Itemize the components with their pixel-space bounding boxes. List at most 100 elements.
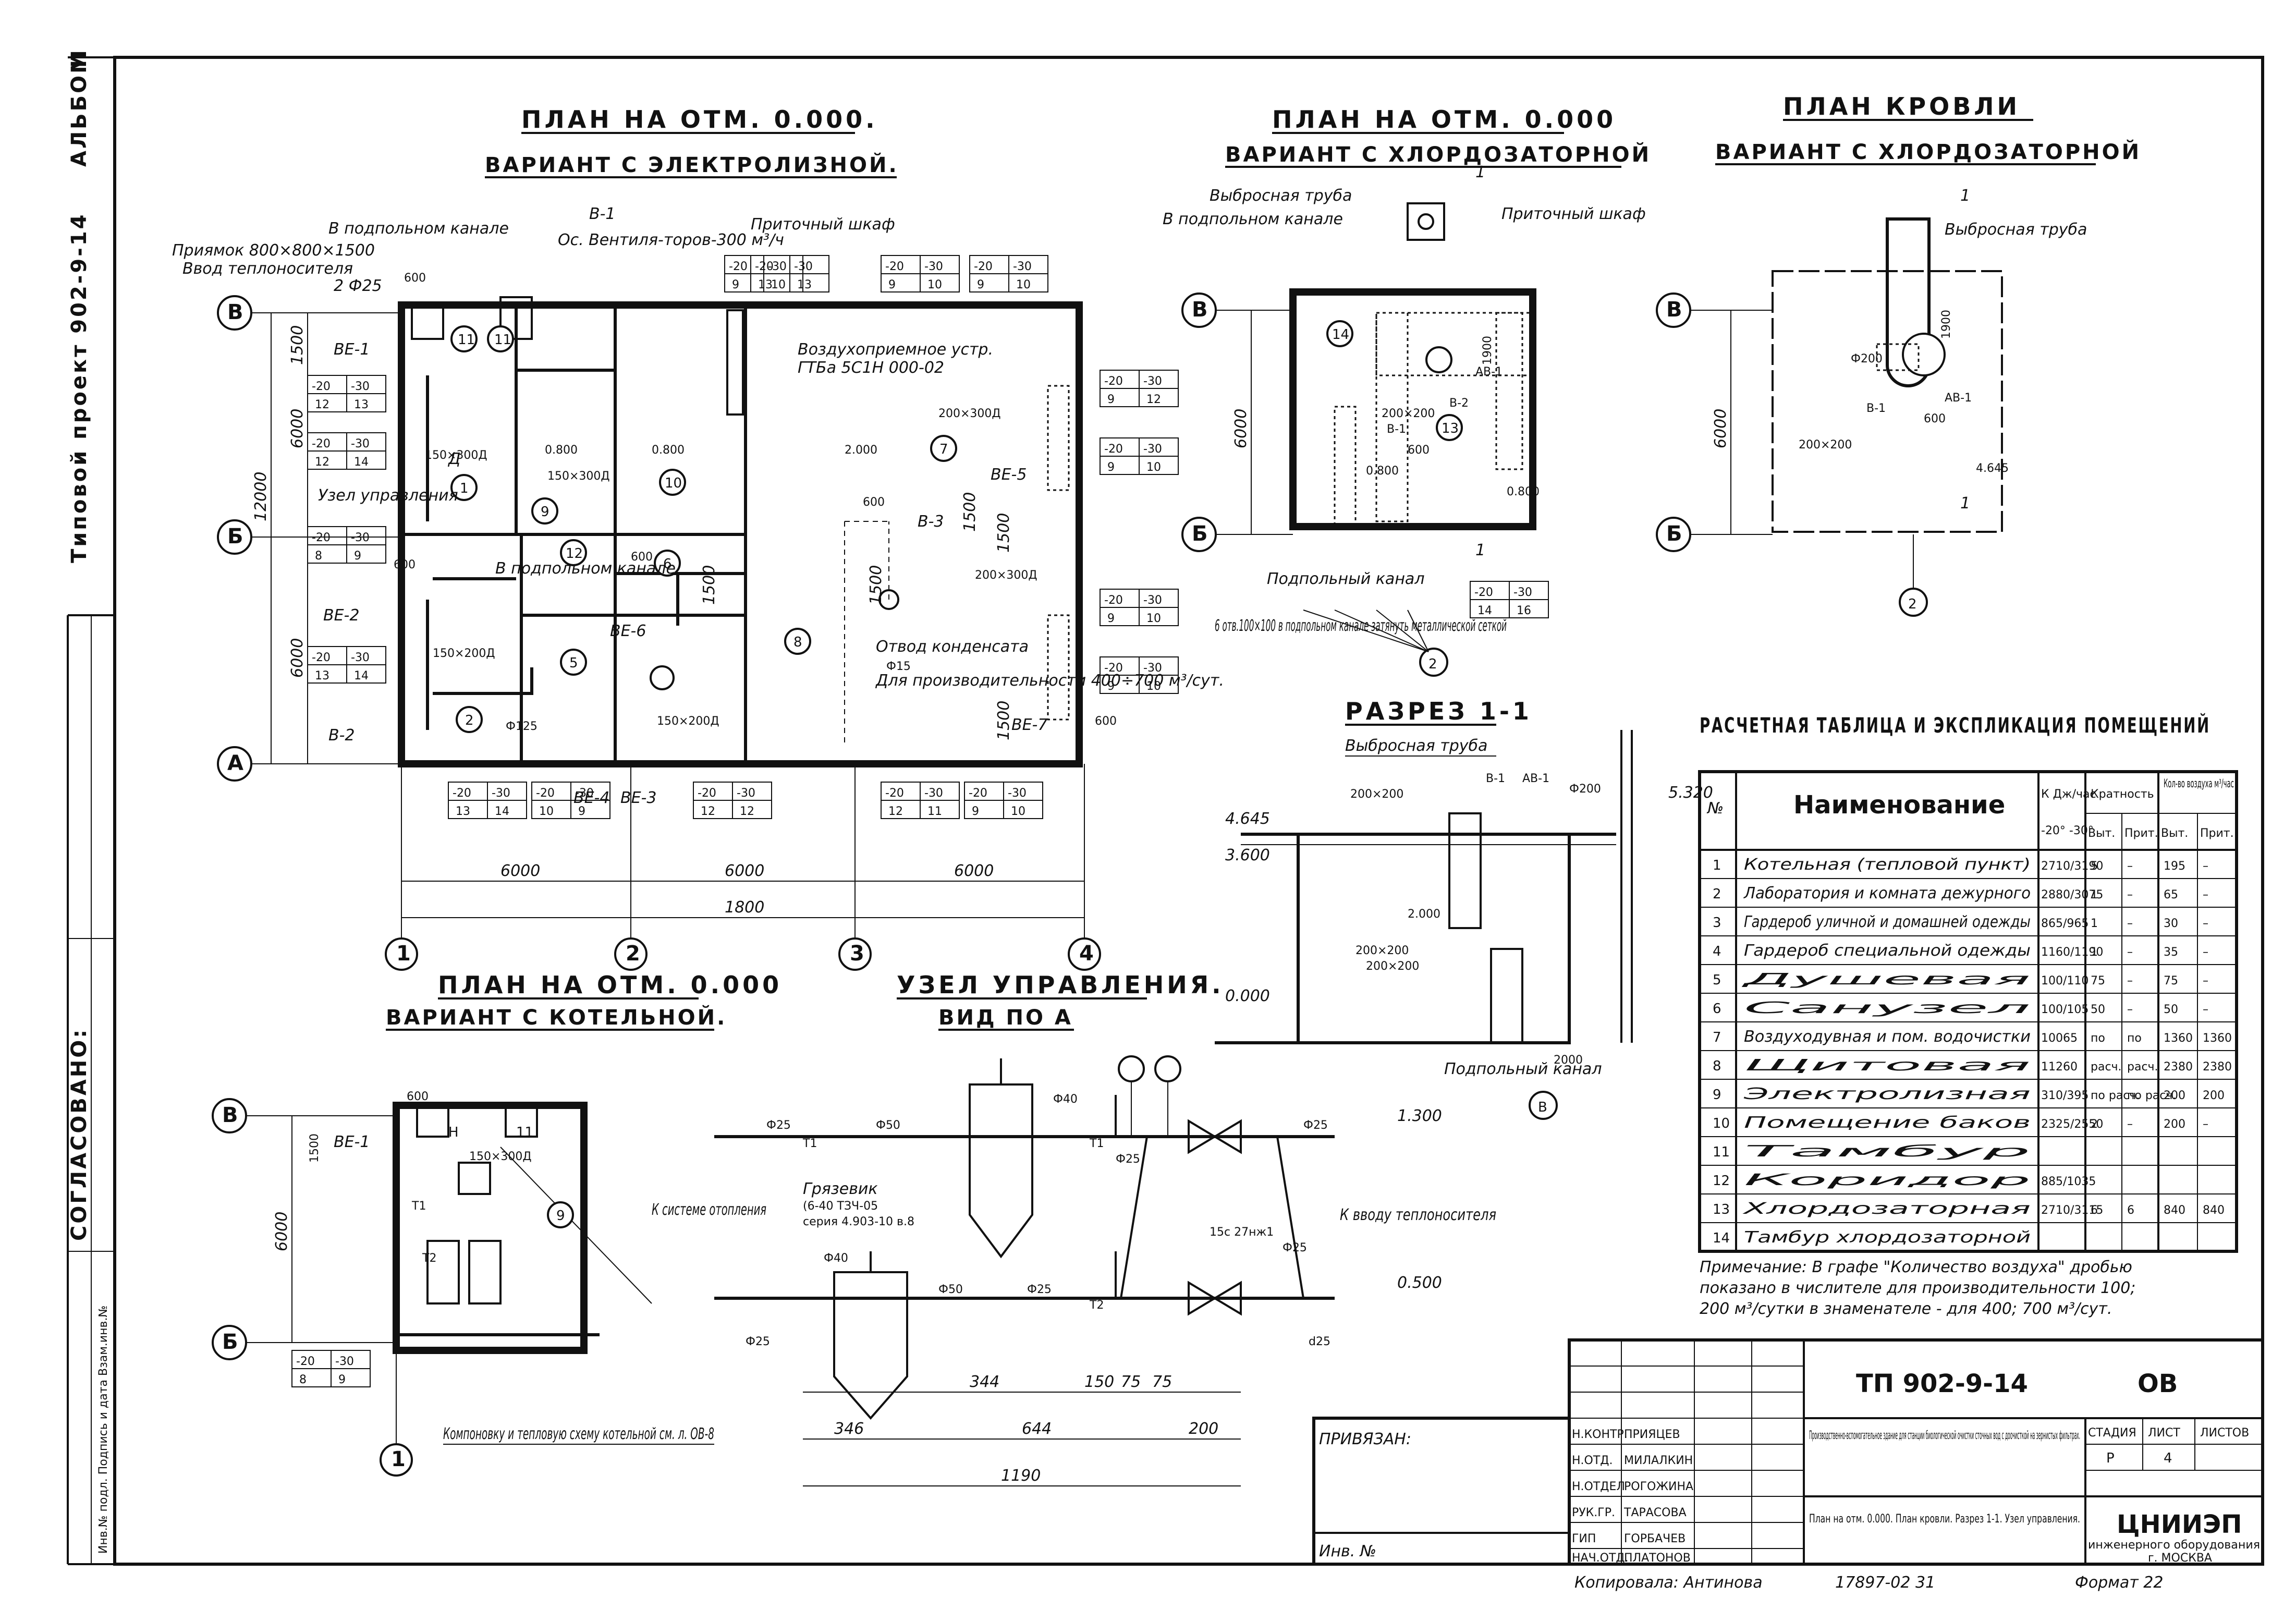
svg-text:1190: 1190 [1001,1467,1041,1485]
svg-text:Выт.: Выт. [2088,827,2115,840]
table-cell-kv: 840 [2164,1204,2185,1217]
temperature-value: -20 [1104,375,1123,388]
temperature-value: -30 [1008,787,1027,800]
svg-text:13: 13 [1442,421,1459,436]
svg-text:Т1: Т1 [802,1137,817,1150]
svg-text:150: 150 [1084,1373,1114,1391]
roof-plan: ПЛАН КРОВЛИ ВАРИАНТ С ХЛОРДОЗАТОРНОЙ В Б… [1656,92,2139,617]
svg-text:К вводу теплоносителя: К вводу теплоносителя [1340,1206,1496,1224]
svg-text:ВЕ-5: ВЕ-5 [991,466,1027,484]
table-cell-prit: – [2127,917,2133,930]
table-cell-kp: 2380 [2203,1060,2232,1074]
svg-text:Приямок 800×800×1500: Приямок 800×800×1500 [172,241,375,260]
table-cell-kp: – [2203,860,2208,873]
table-cell-kv: 30 [2164,917,2178,930]
plan1-labels: Приямок 800×800×1500 Ввод теплоносителя … [172,205,1224,807]
table-cell-kv: 200 [2164,1089,2185,1102]
temperature-value: -20 [296,1355,315,1368]
room-table: РАСЧЕТНАЯ ТАБЛИЦА И ЭКСПЛИКАЦИЯ ПОМЕЩЕНИ… [1698,713,2238,1318]
table-cell-n: 5 [1713,972,1721,988]
svg-text:200×200: 200×200 [1799,438,1852,452]
temperature-value: -20 [453,787,471,800]
svg-text:ВЕ-1: ВЕ-1 [334,340,370,359]
svg-text:АВ-1: АВ-1 [1522,772,1549,785]
table-cell-kv: 195 [2164,860,2185,873]
table-cell-vyt: 1 [2091,946,2098,959]
temperature-value: -30 [351,437,370,450]
plan-boiler: ПЛАН НА ОТМ. 0.000 ВАРИАНТ С КОТЕЛЬНОЙ. … [212,971,779,1477]
table-cell-kj: 2880/3075 [2041,888,2103,901]
svg-text:Ф25: Ф25 [766,1119,791,1132]
copied-by: Копировала: Антинова [1574,1574,1763,1592]
temperature-value: -30 [351,651,370,664]
table-cell-vyt: 2 [2091,1118,2098,1131]
table-cell-kp: – [2203,1118,2208,1131]
temperature-value: -20 [974,260,993,273]
table-cell-prit: по расч. [2127,1089,2176,1102]
table-cell-n: 14 [1713,1230,1730,1246]
svg-text:Грязевик: Грязевик [803,1180,878,1198]
table-cell-kj: 2710/3190 [2041,860,2103,873]
svg-text:1: 1 [460,481,469,496]
svg-text:План на отм. 0.000. План кровл: План на отм. 0.000. План кровли. Разрез … [1809,1513,2080,1526]
plan1-ducts [426,309,1070,746]
svg-text:В: В [227,300,246,324]
table-cell-n: 13 [1713,1202,1730,1217]
svg-text:Выбросная труба: Выбросная труба [1345,737,1487,755]
svg-text:6 отв.100×100 в подпольном кан: 6 отв.100×100 в подпольном канале затяну… [1215,617,1507,635]
svg-text:2: 2 [626,942,642,966]
svg-text:ПРИЯЦЕВ: ПРИЯЦЕВ [1624,1428,1680,1441]
temperature-value: 9 [1107,612,1115,625]
svg-text:Б: Б [227,525,246,548]
svg-text:6000: 6000 [954,862,994,880]
sidebar: АЛЬБОМ II Типовой проект 902-9-14 СОГЛАС… [67,48,110,1554]
plan1-title: ПЛАН НА ОТМ. 0.000. [521,105,878,133]
svg-text:600: 600 [863,496,885,509]
svg-text:В-1: В-1 [1387,423,1406,436]
temperature-value: 8 [315,550,322,563]
table-cell-kp: – [2203,946,2208,959]
svg-text:4.645: 4.645 [1976,462,2009,475]
svg-text:ЛИСТОВ: ЛИСТОВ [2200,1427,2249,1440]
svg-text:ТАРАСОВА: ТАРАСОВА [1623,1506,1687,1519]
svg-text:Узел управления: Узел управления [318,486,458,505]
svg-text:В-1: В-1 [1486,772,1505,785]
svg-text:2000: 2000 [1554,1054,1583,1067]
svg-text:показано в числителе для произ: показано в числителе для производительно… [1700,1279,2135,1297]
svg-text:Т1: Т1 [1089,1137,1104,1150]
temperature-value: -20 [312,531,331,544]
svg-text:6000: 6000 [288,409,307,448]
temperature-value: -20 [885,787,904,800]
svg-text:15с 27нж1: 15с 27нж1 [1210,1226,1274,1239]
temperature-value: 8 [299,1373,307,1386]
svg-text:200×300Д: 200×300Д [975,569,1037,582]
svg-text:Д: Д [447,450,460,468]
table-cell-name: Гардероб специальной одежды [1744,942,2031,960]
svg-text:150×300Д: 150×300Д [425,449,487,462]
table-cell-kv: 50 [2164,1003,2178,1016]
temperature-value: 9 [338,1373,346,1386]
svg-text:Наименование: Наименование [1793,790,2005,820]
svg-text:К системе отопления: К системе отопления [652,1201,766,1219]
table-cell-kv: 2380 [2164,1060,2193,1074]
table-cell-prit: – [2127,860,2133,873]
svg-text:Прит.: Прит. [2200,827,2234,840]
table-cell-vyt: 75 [2091,974,2105,988]
table-cell-n: 6 [1713,1001,1721,1017]
svg-text:6000: 6000 [500,862,540,880]
temperature-value: 13 [354,398,369,411]
temperature-value: -30 [1143,375,1162,388]
svg-text:1500: 1500 [308,1133,321,1163]
svg-text:4: 4 [2164,1450,2172,1466]
temperature-value: -30 [1143,443,1162,456]
svg-text:РУК.ГР.: РУК.ГР. [1572,1506,1615,1519]
temperature-value: 9 [972,805,979,818]
